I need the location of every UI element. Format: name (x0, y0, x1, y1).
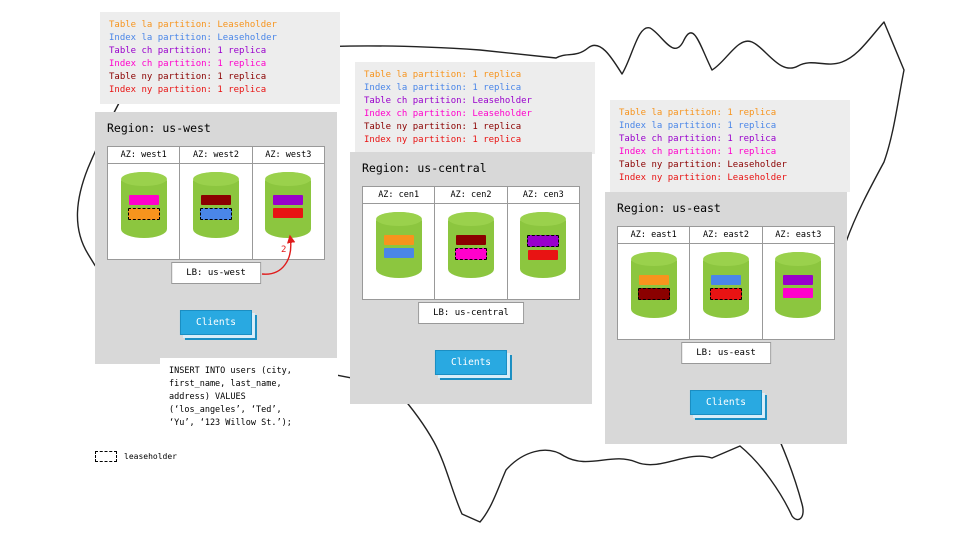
load-balancer-us-central: LB: us-central (418, 302, 524, 324)
partition-chip (128, 195, 159, 205)
az-label: AZ: west3 (252, 147, 324, 164)
db-cylinder (192, 172, 239, 238)
sql-insert-note: INSERT INTO users (city, first_name, las… (160, 358, 338, 437)
az-label: AZ: east1 (618, 227, 690, 244)
legend-line: Table ny partition: Leaseholder (619, 160, 787, 170)
az-label: AZ: east2 (690, 227, 762, 244)
az-column-cen1: AZ: cen1 (363, 187, 436, 299)
az-column-west3: AZ: west3 (252, 147, 324, 259)
chip-stack (783, 275, 814, 298)
legend-line: Table la partition: 1 replica (364, 70, 522, 80)
partition-chip (199, 208, 232, 220)
partition-chip (710, 275, 741, 285)
db-cylinder (120, 172, 167, 238)
legend-line: Index ny partition: 1 replica (364, 135, 522, 145)
legend-line: Index ch partition: 1 replica (109, 59, 267, 69)
db-cylinder (447, 212, 494, 278)
legend-us-central: Table la partition: 1 replica Index la p… (355, 62, 595, 154)
leaseholder-dashed-icon (95, 451, 117, 462)
red-arrow-to-west3 (261, 234, 296, 275)
partition-chip (200, 195, 231, 205)
legend-line: Index la partition: 1 replica (364, 83, 522, 93)
legend-line: Index ny partition: Leaseholder (619, 173, 787, 183)
region-panel-us-east: Region: us-east AZ: east1 AZ: east2 (605, 192, 847, 444)
chip-stack (527, 235, 560, 260)
partition-chip (638, 275, 669, 285)
az-column-cen2: AZ: cen2 (435, 187, 508, 299)
load-balancer-us-west: LB: us-west (171, 262, 261, 284)
partition-chip (454, 248, 487, 260)
legend-line: Index ch partition: 1 replica (619, 147, 777, 157)
db-cylinder (702, 252, 749, 318)
leaseholder-key: leaseholder (95, 451, 177, 462)
az-box: AZ: cen1 AZ: cen2 AZ: ce (362, 186, 580, 300)
az-label: AZ: cen3 (507, 187, 579, 204)
az-label: AZ: west2 (180, 147, 252, 164)
legend-us-west: Table la partition: Leaseholder Index la… (100, 12, 340, 104)
partition-chip (273, 208, 304, 218)
partition-chip (383, 235, 414, 245)
legend-line: Index ch partition: Leaseholder (364, 109, 532, 119)
az-column-east2: AZ: east2 (690, 227, 763, 339)
legend-line: Table la partition: 1 replica (619, 108, 777, 118)
db-cylinder (520, 212, 567, 278)
partition-chip (455, 235, 486, 245)
legend-line: Table ch partition: Leaseholder (364, 96, 532, 106)
region-title: Region: us-central (362, 161, 487, 175)
partition-chip (528, 250, 559, 260)
region-title: Region: us-west (107, 121, 211, 135)
region-panel-us-west: Region: us-west AZ: west1 AZ: west2 (95, 112, 337, 364)
legend-line: Table ny partition: 1 replica (109, 72, 267, 82)
legend-line: Table ny partition: 1 replica (364, 122, 522, 132)
db-cylinder (265, 172, 312, 238)
az-column-west2: AZ: west2 (180, 147, 253, 259)
chip-stack (273, 195, 304, 218)
chip-stack (637, 275, 670, 300)
legend-line: Table la partition: Leaseholder (109, 20, 277, 30)
db-cylinder (775, 252, 822, 318)
partition-chip (273, 195, 304, 205)
legend-line: Index la partition: Leaseholder (109, 33, 277, 43)
chip-stack (199, 195, 232, 220)
db-cylinder (630, 252, 677, 318)
clients-box-us-west: Clients (179, 310, 253, 335)
az-box: AZ: east1 AZ: east2 AZ: (617, 226, 835, 340)
az-column-east3: AZ: east3 (762, 227, 834, 339)
az-label: AZ: east3 (762, 227, 834, 244)
chip-stack (709, 275, 742, 300)
db-cylinder (375, 212, 422, 278)
partition-chip (709, 288, 742, 300)
partition-chip (783, 288, 814, 298)
region-title: Region: us-east (617, 201, 721, 215)
az-label: AZ: cen1 (363, 187, 435, 204)
region-panel-us-central: Region: us-central AZ: cen1 AZ: cen2 (350, 152, 592, 404)
legend-us-east: Table la partition: 1 replica Index la p… (610, 100, 850, 192)
chip-stack (383, 235, 414, 258)
az-column-east1: AZ: east1 (618, 227, 691, 339)
clients-box-us-east: Clients (689, 390, 763, 415)
az-column-cen3: AZ: cen3 (507, 187, 579, 299)
legend-line: Table ch partition: 1 replica (619, 134, 777, 144)
partition-chip (383, 248, 414, 258)
az-label: AZ: cen2 (435, 187, 507, 204)
partition-chip (637, 288, 670, 300)
leaseholder-key-label: leaseholder (124, 452, 177, 461)
partition-chip (127, 208, 160, 220)
partition-chip (783, 275, 814, 285)
partition-chip (527, 235, 560, 247)
load-balancer-us-east: LB: us-east (681, 342, 771, 364)
legend-line: Index la partition: 1 replica (619, 121, 777, 131)
legend-line: Table ch partition: 1 replica (109, 46, 267, 56)
chip-stack (454, 235, 487, 260)
clients-box-us-central: Clients (434, 350, 508, 375)
az-label: AZ: west1 (108, 147, 180, 164)
chip-stack (127, 195, 160, 220)
arrow-step-label: 2 (281, 245, 287, 255)
az-column-west1: AZ: west1 (108, 147, 181, 259)
legend-line: Index ny partition: 1 replica (109, 85, 267, 95)
